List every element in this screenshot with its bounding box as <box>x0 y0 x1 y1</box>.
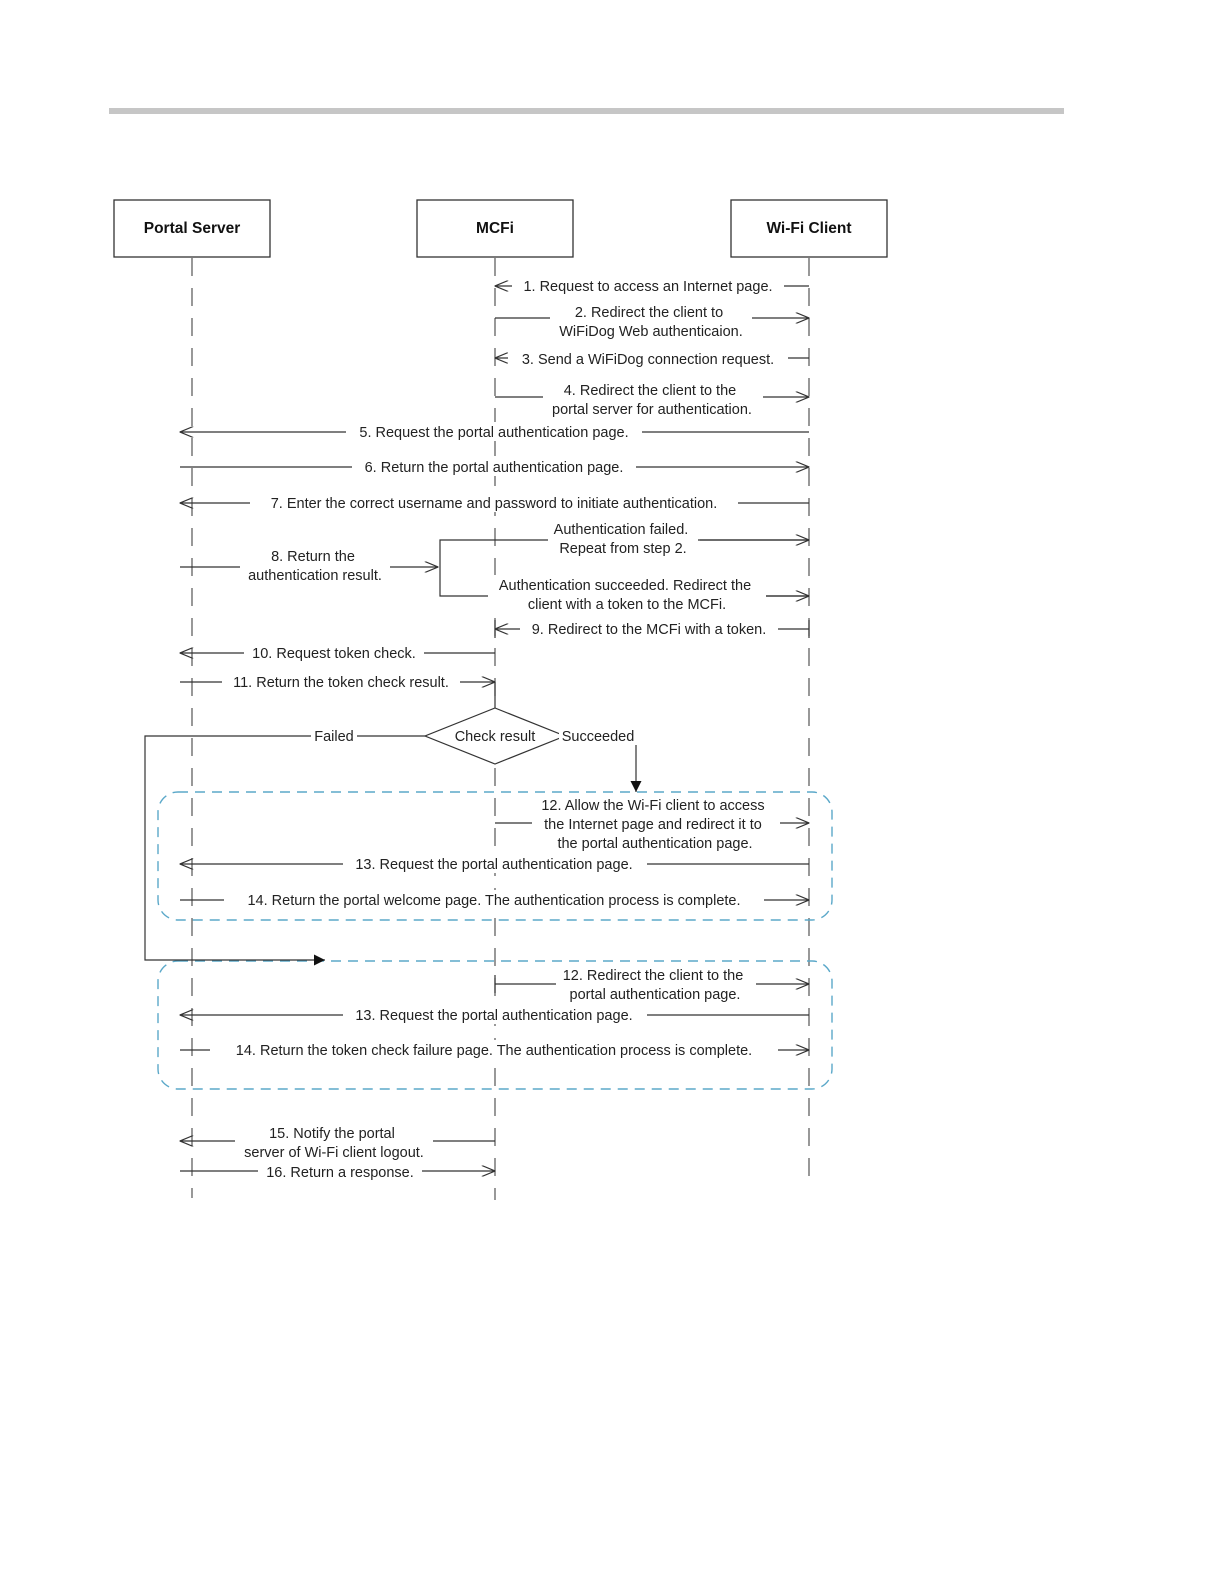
participant-label: Portal Server <box>144 220 241 237</box>
label-4: 4. Redirect the client to the portal ser… <box>552 383 752 418</box>
label-f12-line2: portal authentication page. <box>570 987 741 1003</box>
failed-path <box>144 735 425 966</box>
label-4-line1: 4. Redirect the client to the <box>564 383 737 399</box>
label-8-line1: 8. Return the <box>271 549 355 565</box>
top-divider <box>109 108 1064 114</box>
label-3: 3. Send a WiFiDog connection request. <box>522 352 774 368</box>
label-f14: 14. Return the token check failure page.… <box>236 1043 752 1059</box>
label-11: 11. Return the token check result. <box>233 675 449 691</box>
label-failed: Failed <box>314 729 354 745</box>
label-2: 2. Redirect the client to WiFiDog Web au… <box>559 305 743 340</box>
label-2-line2: WiFiDog Web authenticaion. <box>559 324 743 340</box>
label-check-result: Check result <box>455 729 536 745</box>
label-8-fail: Authentication failed. Repeat from step … <box>554 522 693 557</box>
label-15-line2: server of Wi-Fi client logout. <box>244 1145 424 1161</box>
label-15: 15. Notify the portal server of Wi-Fi cl… <box>244 1126 424 1161</box>
label-5: 5. Request the portal authentication pag… <box>359 425 628 441</box>
label-8-line2: authentication result. <box>248 568 382 584</box>
label-8-success: Authentication succeeded. Redirect the c… <box>499 578 755 613</box>
label-16: 16. Return a response. <box>266 1165 414 1181</box>
label-8-fail-line1: Authentication failed. <box>554 522 689 538</box>
label-15-line1: 15. Notify the portal <box>269 1126 395 1142</box>
label-f13: 13. Request the portal authentication pa… <box>355 1008 632 1024</box>
label-2-line1: 2. Redirect the client to <box>575 305 723 321</box>
label-8: 8. Return the authentication result. <box>248 549 382 584</box>
label-s12-line2: the Internet page and redirect it to <box>544 817 762 833</box>
label-8-success-line2: client with a token to the MCFi. <box>528 597 726 613</box>
label-f12: 12. Redirect the client to the portal au… <box>563 968 748 1003</box>
label-10: 10. Request token check. <box>252 646 416 662</box>
check-result-diamond <box>423 707 567 765</box>
label-s12-line3: the portal authentication page. <box>557 836 752 852</box>
participant-wifi-client: Wi-Fi Client <box>730 199 888 258</box>
participant-mcfi: MCFi <box>416 199 574 258</box>
label-9: 9. Redirect to the MCFi with a token. <box>532 622 767 638</box>
participant-label: MCFi <box>476 220 514 237</box>
label-s13: 13. Request the portal authentication pa… <box>355 857 632 873</box>
participant-portal-server: Portal Server <box>113 199 271 258</box>
label-4-line2: portal server for authentication. <box>552 402 752 418</box>
label-8-fail-line2: Repeat from step 2. <box>559 541 686 557</box>
label-6: 6. Return the portal authentication page… <box>365 460 624 476</box>
label-succeeded: Succeeded <box>562 729 635 745</box>
label-s14: 14. Return the portal welcome page. The … <box>247 893 740 909</box>
label-s12-line1: 12. Allow the Wi-Fi client to access <box>541 798 764 814</box>
label-f12-line1: 12. Redirect the client to the <box>563 968 744 984</box>
participant-label: Wi-Fi Client <box>766 220 851 237</box>
label-s12: 12. Allow the Wi-Fi client to access the… <box>541 798 768 852</box>
label-7: 7. Enter the correct username and passwo… <box>271 496 718 512</box>
message-labels: 1. Request to access an Internet page. 2… <box>210 276 788 1181</box>
label-1: 1. Request to access an Internet page. <box>523 279 772 295</box>
label-8-success-line1: Authentication succeeded. Redirect the <box>499 578 751 594</box>
